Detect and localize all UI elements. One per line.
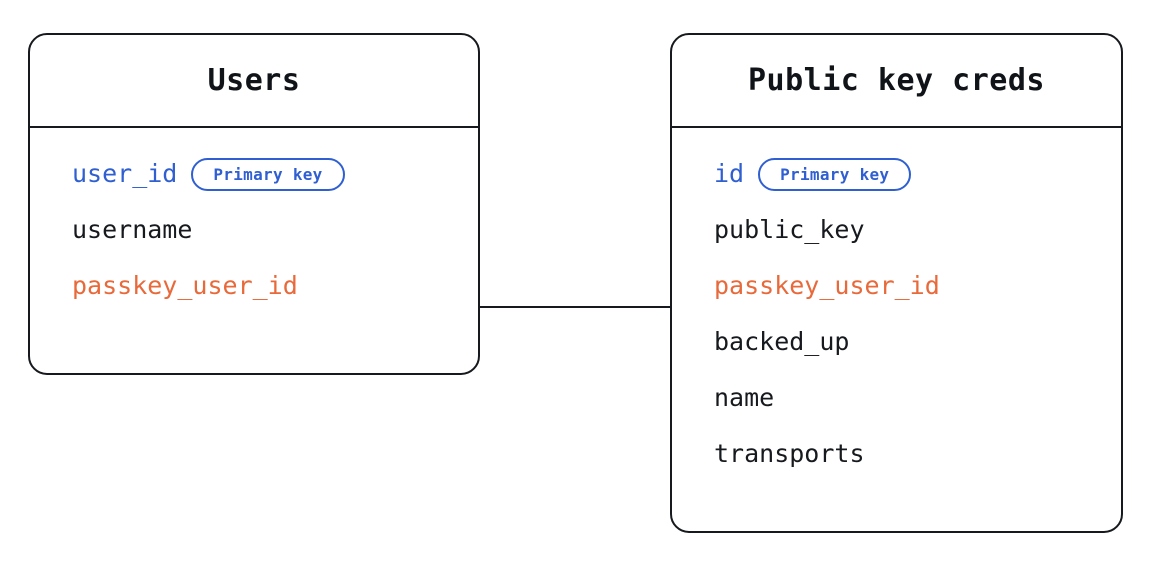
entity-users-title: Users xyxy=(207,63,301,98)
primary-key-badge-label: Primary key xyxy=(213,164,323,184)
field-name-public-key: public_key xyxy=(714,215,865,244)
field-name-name: name xyxy=(714,383,775,412)
field-row[interactable]: name xyxy=(714,381,774,415)
entity-users-header: Users xyxy=(30,35,478,128)
field-name-passkey-user-id: passkey_user_id xyxy=(72,271,298,300)
field-name-username: username xyxy=(72,215,193,244)
field-row[interactable]: id Primary key xyxy=(714,157,912,191)
field-row[interactable]: user_id Primary key xyxy=(72,157,345,191)
primary-key-badge: Primary key xyxy=(191,157,345,191)
relationship-connector-line xyxy=(479,306,671,309)
field-row[interactable]: transports xyxy=(714,437,865,471)
field-row[interactable]: passkey_user_id xyxy=(714,269,940,303)
entity-public-key-creds[interactable]: Public key creds id Primary key public_k… xyxy=(670,33,1123,533)
field-row[interactable]: passkey_user_id xyxy=(72,269,298,303)
field-row[interactable]: backed_up xyxy=(714,325,849,359)
field-name-backed-up: backed_up xyxy=(714,327,850,356)
entity-public-key-creds-header: Public key creds xyxy=(672,35,1121,128)
field-name-user-id: user_id xyxy=(72,159,178,188)
field-name-id: id xyxy=(714,159,745,188)
primary-key-badge: Primary key xyxy=(758,157,912,191)
primary-key-badge-label: Primary key xyxy=(780,164,890,184)
field-name-transports: transports xyxy=(714,439,865,468)
field-row[interactable]: public_key xyxy=(714,213,865,247)
field-row[interactable]: username xyxy=(72,213,192,247)
field-name-passkey-user-id: passkey_user_id xyxy=(714,271,940,300)
entity-public-key-creds-title: Public key creds xyxy=(748,63,1045,98)
entity-users[interactable]: Users user_id Primary key username passk… xyxy=(28,33,480,375)
